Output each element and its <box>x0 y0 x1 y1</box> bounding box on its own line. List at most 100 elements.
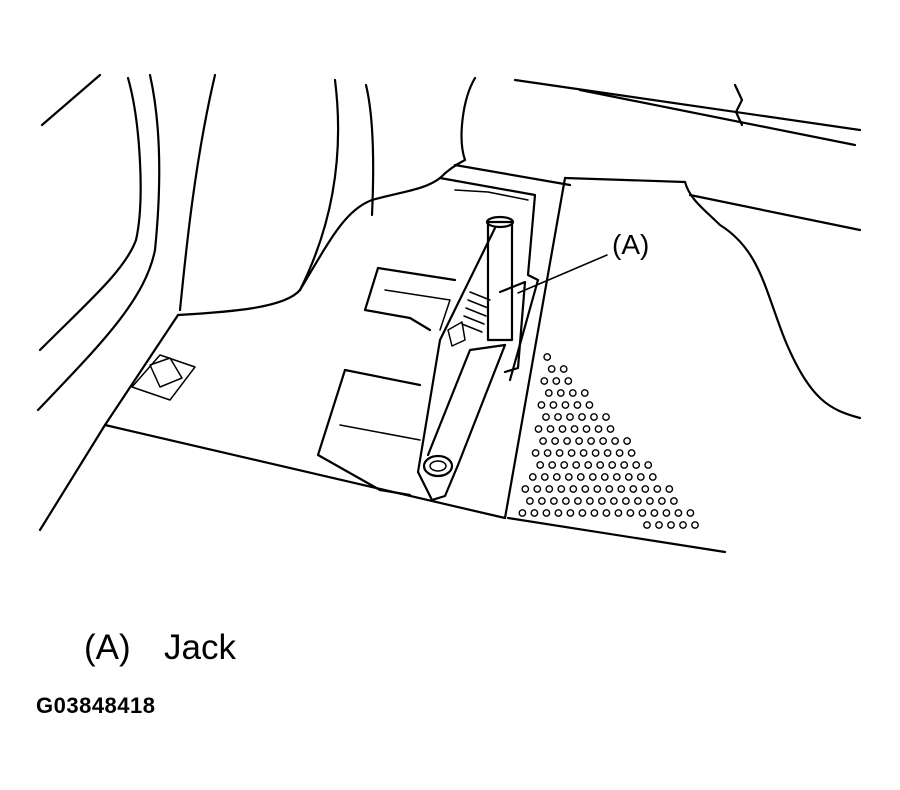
perforation-hole <box>608 461 617 469</box>
perforation-hole <box>653 485 662 493</box>
perforation-hole <box>566 413 574 421</box>
perforation-hole <box>612 473 621 481</box>
jack <box>416 215 527 502</box>
perforation-hole <box>537 401 546 409</box>
perforation-hole <box>638 509 647 517</box>
perforation-hole <box>533 485 542 493</box>
perforation-hole <box>568 389 577 397</box>
perforation-hole <box>596 461 605 469</box>
perforation-hole <box>554 413 562 421</box>
perforation-hole <box>554 509 563 517</box>
perforation-hole <box>526 497 534 505</box>
perforation-hole <box>543 449 552 457</box>
perforation-hole <box>562 497 570 505</box>
perforation-hole <box>545 485 554 493</box>
perforation-hole <box>549 401 558 409</box>
perforated-floor-panel <box>518 353 699 529</box>
perforation-hole <box>593 485 602 493</box>
perforation-hole <box>636 473 645 481</box>
perforation-hole <box>528 473 537 481</box>
perforation-hole <box>679 521 687 529</box>
legend-text: Jack <box>164 628 236 667</box>
perforation-hole <box>561 401 570 409</box>
perforation-hole <box>610 497 618 505</box>
perforation-hole <box>566 509 575 517</box>
perforation-hole <box>590 509 599 517</box>
perforation-hole <box>658 497 666 505</box>
perforation-hole <box>539 437 547 445</box>
perforation-hole <box>575 437 583 445</box>
perforation-hole <box>667 521 675 529</box>
perforation-hole <box>560 461 569 469</box>
perforation-hole <box>603 449 612 457</box>
perforation-hole <box>572 461 581 469</box>
perforation-hole <box>582 425 591 433</box>
perforation-hole <box>585 401 594 409</box>
perforation-hole <box>686 509 695 517</box>
rear-trim <box>453 76 862 420</box>
perforation-hole <box>646 497 654 505</box>
perforation-hole <box>530 509 539 517</box>
perforation-hole <box>543 353 552 361</box>
perforation-hole <box>579 449 588 457</box>
perforation-hole <box>615 449 624 457</box>
perforation-hole <box>564 473 573 481</box>
perforation-hole <box>594 425 603 433</box>
perforation-hole <box>623 437 631 445</box>
perforation-hole <box>552 377 561 385</box>
perforation-hole <box>600 473 609 481</box>
perforation-hole <box>564 377 573 385</box>
legend-key: (A) <box>84 628 131 667</box>
perforation-hole <box>584 461 593 469</box>
perforation-hole <box>556 389 565 397</box>
jack-storage-diagram <box>36 73 862 554</box>
perforation-hole <box>662 509 671 517</box>
perforation-hole <box>518 509 527 517</box>
perforation-hole <box>578 413 586 421</box>
callout-label-a: (A) <box>612 229 650 260</box>
perforation-hole <box>559 365 568 373</box>
perforation-hole <box>548 461 557 469</box>
perforation-hole <box>670 497 678 505</box>
perforation-hole <box>534 425 543 433</box>
perforation-hole <box>620 461 629 469</box>
perforation-hole <box>590 413 598 421</box>
perforation-hole <box>665 485 674 493</box>
perforation-hole <box>576 473 585 481</box>
perforation-hole <box>606 425 615 433</box>
perforation-hole <box>557 485 566 493</box>
perforation-hole <box>538 497 546 505</box>
perforation-hole <box>643 521 651 529</box>
left-body-panel <box>36 73 467 532</box>
perforation-hole <box>536 461 545 469</box>
perforation-hole <box>624 473 633 481</box>
perforation-hole <box>570 425 579 433</box>
perforation-hole <box>552 473 561 481</box>
perforation-hole <box>650 509 659 517</box>
perforation-hole <box>622 497 630 505</box>
perforation-hole <box>674 509 683 517</box>
perforation-hole <box>655 521 663 529</box>
perforation-hole <box>632 461 641 469</box>
line-drawing <box>36 73 862 554</box>
perforation-hole <box>599 437 607 445</box>
perforation-hole <box>648 473 657 481</box>
perforation-hole <box>602 509 611 517</box>
perforation-hole <box>563 437 571 445</box>
perforation-hole <box>588 473 597 481</box>
perforation-hole <box>540 377 549 385</box>
perforation-hole <box>641 485 650 493</box>
perforation-hole <box>626 509 635 517</box>
perforation-hole <box>634 497 642 505</box>
perforation-hole <box>555 449 564 457</box>
perforation-hole <box>544 389 553 397</box>
perforation-hole <box>644 461 653 469</box>
figure-id: G03848418 <box>36 693 156 718</box>
perforation-hole <box>627 449 636 457</box>
perforation-hole <box>573 401 582 409</box>
perforation-hole <box>629 485 638 493</box>
perforation-hole <box>581 485 590 493</box>
perforation-hole <box>605 485 614 493</box>
perforation-hole <box>586 497 594 505</box>
legend: (A) Jack <box>84 630 236 665</box>
